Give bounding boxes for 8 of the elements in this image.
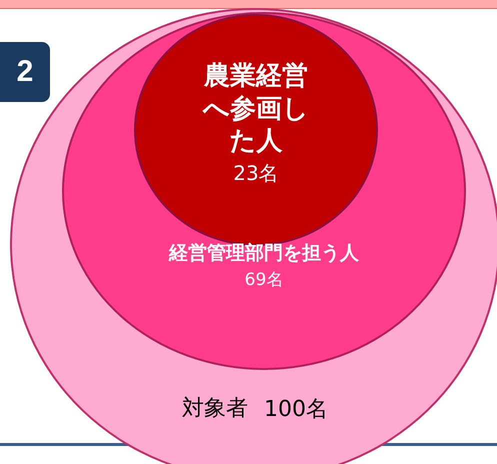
count-label: 100名 [264,396,328,424]
group-label: 対象者 [182,395,248,423]
count-label: 69名 [244,268,284,291]
outer-ellipse [10,8,497,464]
count-label: 23名 [233,160,279,186]
group-label: 経営管理部門を担う人 [169,242,359,266]
group-label: 農業経営へ参画した人 [201,60,310,158]
number-badge: 2 [0,42,50,102]
